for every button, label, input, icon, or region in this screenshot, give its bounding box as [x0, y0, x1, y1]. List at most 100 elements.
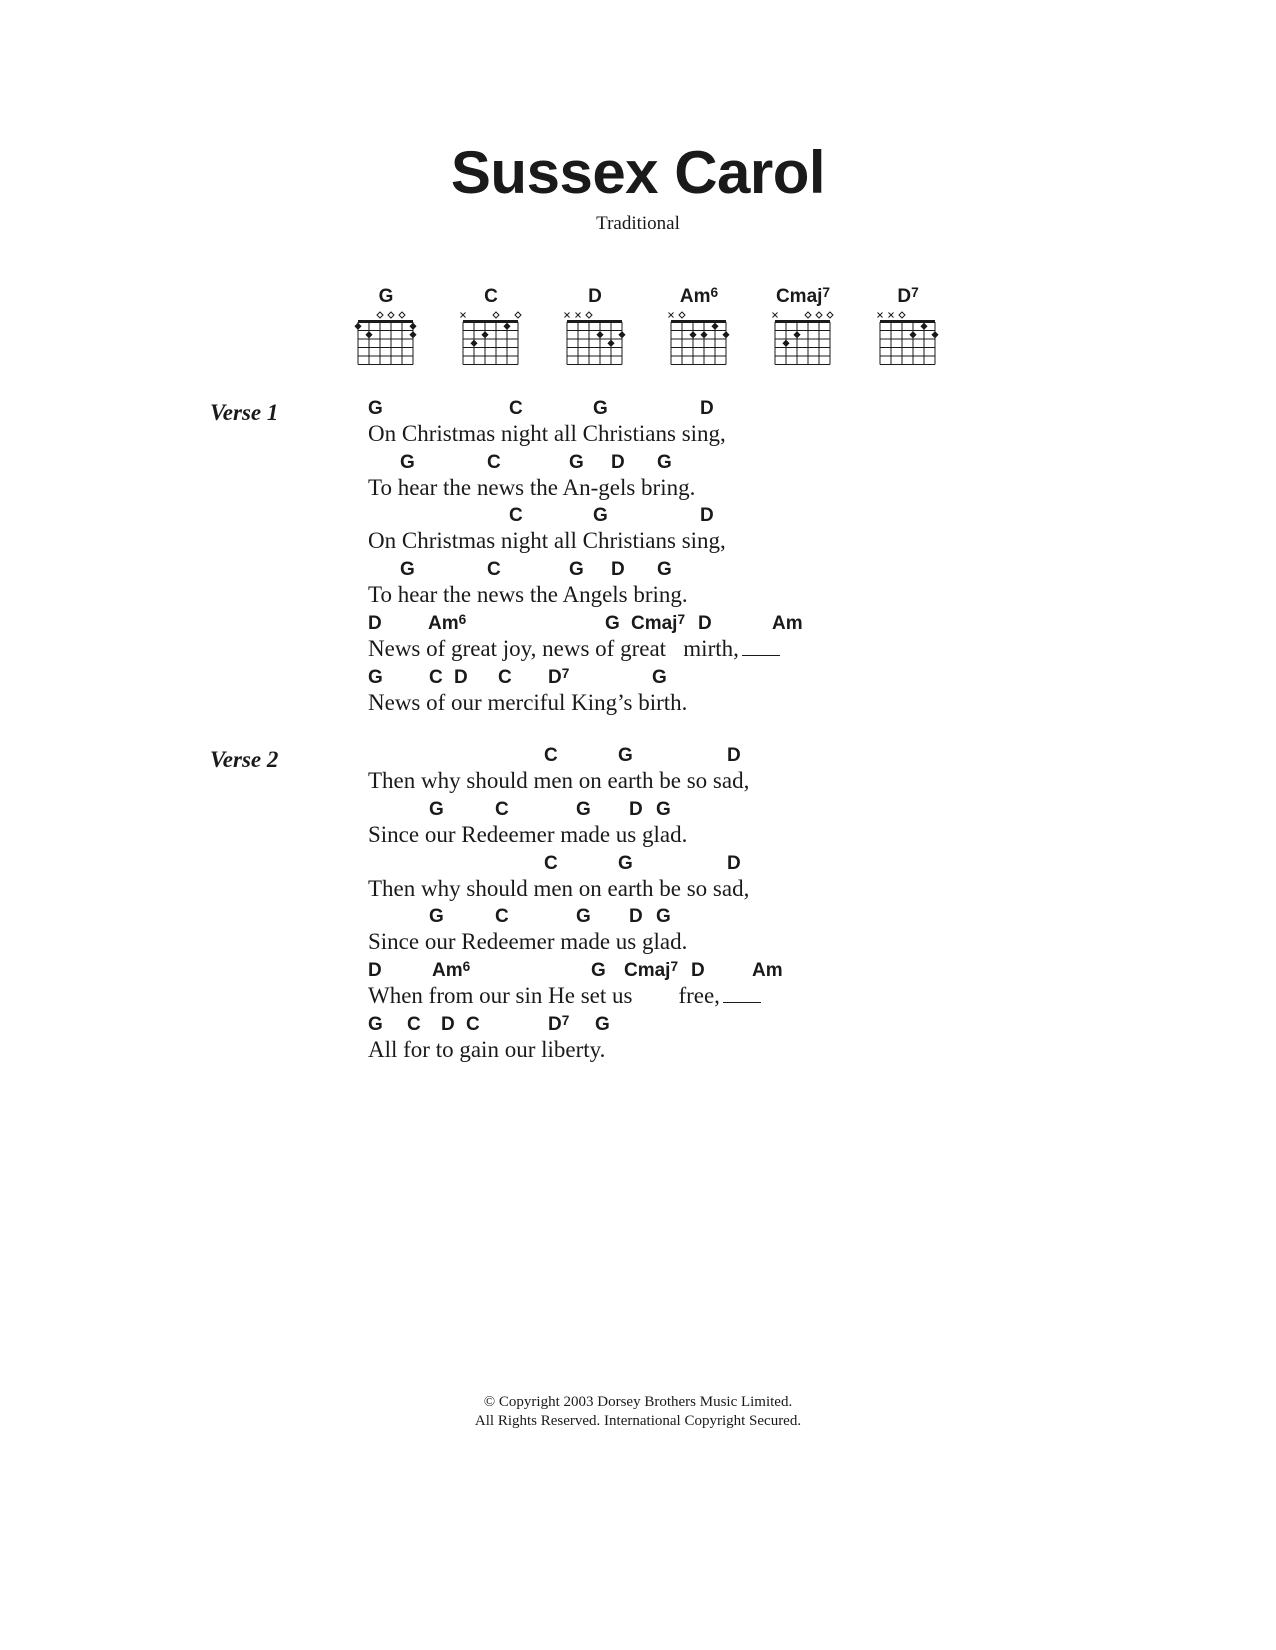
chord-diagram: D — [555, 286, 635, 366]
lyric-text: To hear the news the An-gels bring. — [368, 475, 696, 500]
chord-diagram: Cmaj7 — [763, 286, 843, 366]
chord-symbol: C — [544, 853, 558, 874]
chord-symbol: G — [657, 559, 672, 580]
chord-symbol: G — [569, 559, 584, 580]
chord-symbol: G — [429, 799, 444, 820]
chord-diagram-name: Am6 — [679, 285, 719, 307]
chord-symbol: G — [618, 853, 633, 874]
melisma-line — [741, 637, 780, 656]
section-label: Verse 2 — [210, 747, 279, 772]
lyric-text: Then why should men on earth be so sad, — [368, 876, 750, 901]
lyric-text: Since our Redeemer made us glad. — [368, 822, 688, 847]
chord-diagram: D7 — [868, 286, 948, 366]
section-label: Verse 1 — [210, 400, 279, 425]
chord-diagram-d7-icon — [877, 311, 939, 365]
lyric-text: Then why should men on earth be so sad, — [368, 768, 750, 793]
chord-symbol: C — [509, 398, 523, 419]
chord-symbol: Cmaj7 — [624, 959, 679, 981]
chord-symbol: D — [368, 613, 382, 634]
chord-symbol: C — [495, 906, 509, 927]
chord-symbol: D — [691, 960, 705, 981]
chord-symbol: D — [611, 452, 625, 473]
chord-symbol: C — [407, 1014, 421, 1035]
copyright-line: © Copyright 2003 Dorsey Brothers Music L… — [483, 1394, 793, 1410]
chord-symbol: C — [466, 1014, 480, 1035]
chord-symbol: D — [727, 745, 741, 766]
rights-line: All Rights Reserved. International Copyr… — [474, 1413, 802, 1429]
chord-symbol: D — [700, 398, 714, 419]
chord-symbol: D — [629, 799, 643, 820]
chord-symbol: D — [454, 667, 468, 688]
chord-diagram-name: G — [378, 286, 394, 307]
lyric-text: News of great joy, news of great mirth, — [368, 635, 780, 663]
lyric-text: On Christmas night all Christians sing, — [368, 528, 726, 553]
chord-symbol: G — [593, 505, 608, 526]
chord-symbol: C — [487, 559, 501, 580]
chord-symbol: C — [498, 667, 512, 688]
chord-symbol: G — [591, 960, 606, 981]
chord-symbol: G — [576, 906, 591, 927]
chord-diagram: C — [451, 286, 531, 366]
chord-symbol: D7 — [548, 1013, 570, 1035]
chord-symbol: Am6 — [428, 612, 467, 634]
chord-symbol: G — [576, 799, 591, 820]
chord-diagram: Am6 — [659, 286, 739, 366]
chord-symbol: G — [569, 452, 584, 473]
chord-symbol: C — [429, 667, 443, 688]
chord-symbol: D — [698, 613, 712, 634]
chord-symbol: G — [618, 745, 633, 766]
chord-symbol: G — [656, 906, 671, 927]
chord-diagram-cmaj7-icon — [772, 311, 834, 365]
chord-symbol: C — [544, 745, 558, 766]
chord-symbol: D — [727, 853, 741, 874]
song-title: Sussex Carol — [450, 139, 826, 206]
chord-symbol: G — [595, 1014, 610, 1035]
chord-diagram-name: D7 — [897, 285, 919, 307]
chord-symbol: G — [429, 906, 444, 927]
chord-diagram: G — [346, 286, 426, 366]
lyric-text: When from our sin He set us free, — [368, 982, 761, 1010]
chord-symbol: G — [400, 559, 415, 580]
chord-symbol: D — [368, 960, 382, 981]
chord-symbol: G — [593, 398, 608, 419]
chord-symbol: C — [495, 799, 509, 820]
chord-symbol: D — [629, 906, 643, 927]
chord-diagram-c-icon — [460, 311, 522, 365]
melisma-line — [722, 984, 761, 1003]
chord-symbol: Am — [752, 960, 783, 981]
lyric-text: All for to gain our liberty. — [368, 1037, 606, 1062]
chord-diagram-d-icon — [564, 311, 626, 365]
chord-symbol: Am — [772, 613, 803, 634]
chord-symbol: G — [400, 452, 415, 473]
chord-diagram-name: D — [588, 286, 602, 307]
chord-symbol: G — [605, 613, 620, 634]
chord-symbol: D7 — [548, 666, 570, 688]
chord-symbol: G — [368, 1014, 383, 1035]
lyric-text: On Christmas night all Christians sing, — [368, 421, 726, 446]
chord-symbol: C — [509, 505, 523, 526]
chord-diagram-am6-icon — [668, 311, 730, 365]
chord-symbol: G — [368, 398, 383, 419]
chord-symbol: C — [487, 452, 501, 473]
chord-diagram-name: C — [484, 286, 498, 307]
chord-symbol: Am6 — [432, 959, 471, 981]
chord-symbol: Cmaj7 — [631, 612, 686, 634]
chord-symbol: G — [657, 452, 672, 473]
lyric-text: Since our Redeemer made us glad. — [368, 929, 688, 954]
chord-symbol: D — [441, 1014, 455, 1035]
lyric-text: News of our merciful King’s birth. — [368, 690, 688, 715]
chord-symbol: G — [368, 667, 383, 688]
chord-diagram-g-icon — [354, 311, 417, 365]
